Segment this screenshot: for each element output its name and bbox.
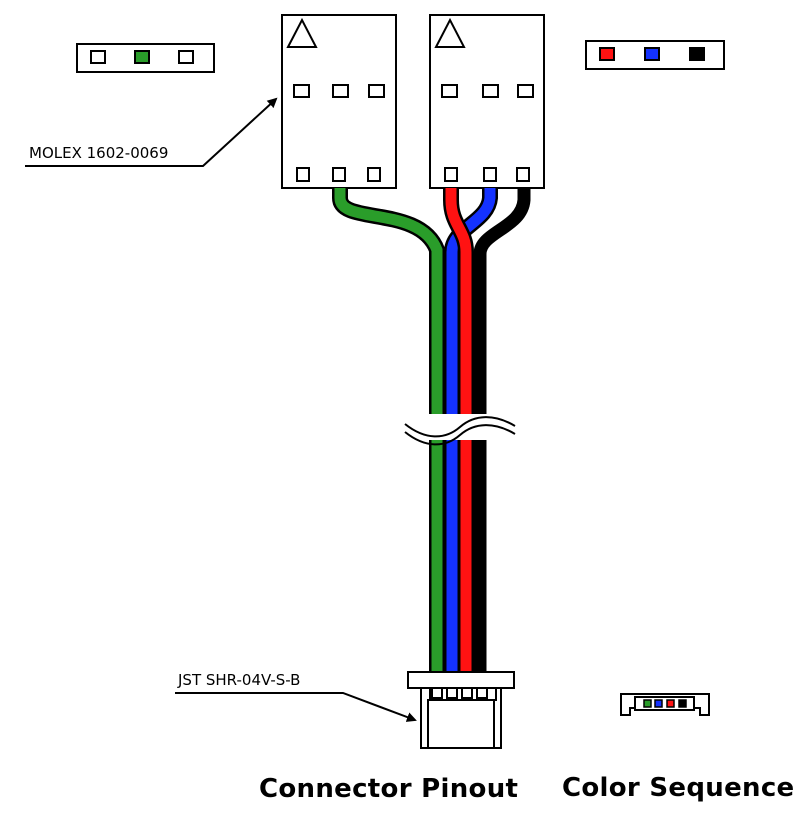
- connector-pinout-caption: Connector Pinout: [259, 774, 519, 804]
- jst-connector: [407, 671, 515, 749]
- jst-face-view: [620, 693, 710, 716]
- wire-red: [445, 188, 472, 672]
- right-pin-legend: [585, 40, 725, 70]
- jst-pin-1: [643, 699, 652, 708]
- triangle-icon: [286, 17, 318, 48]
- arrow-icon: [25, 97, 278, 167]
- wire-black: [474, 188, 530, 672]
- legend-pin-red: [599, 47, 615, 61]
- legend-pin-blue: [644, 47, 660, 61]
- wavy-break-icon: [404, 414, 516, 446]
- jst-callout-leader: [175, 692, 417, 722]
- legend-pin-1: [90, 50, 106, 64]
- legend-pin-3: [178, 50, 194, 64]
- wire-green: [334, 188, 443, 672]
- color-sequence-caption: Color Sequence: [562, 773, 795, 803]
- legend-pin-2: [134, 50, 150, 64]
- jst-pin-2: [654, 699, 663, 708]
- arrow-icon: [175, 692, 417, 722]
- triangle-icon: [434, 17, 466, 48]
- wire-bundle: [332, 188, 531, 672]
- molex-part-label: MOLEX 1602-0069: [29, 144, 169, 162]
- jst-pin-4: [678, 699, 687, 708]
- wire-blue: [446, 188, 496, 672]
- jst-pin-3: [666, 699, 675, 708]
- jst-part-label: JST SHR-04V-S-B: [178, 671, 301, 689]
- molex-connector-left: [281, 14, 397, 189]
- left-pin-legend: [76, 43, 215, 73]
- molex-callout-leader: [25, 97, 278, 167]
- molex-connector-right: [429, 14, 545, 189]
- legend-pin-black: [689, 47, 705, 61]
